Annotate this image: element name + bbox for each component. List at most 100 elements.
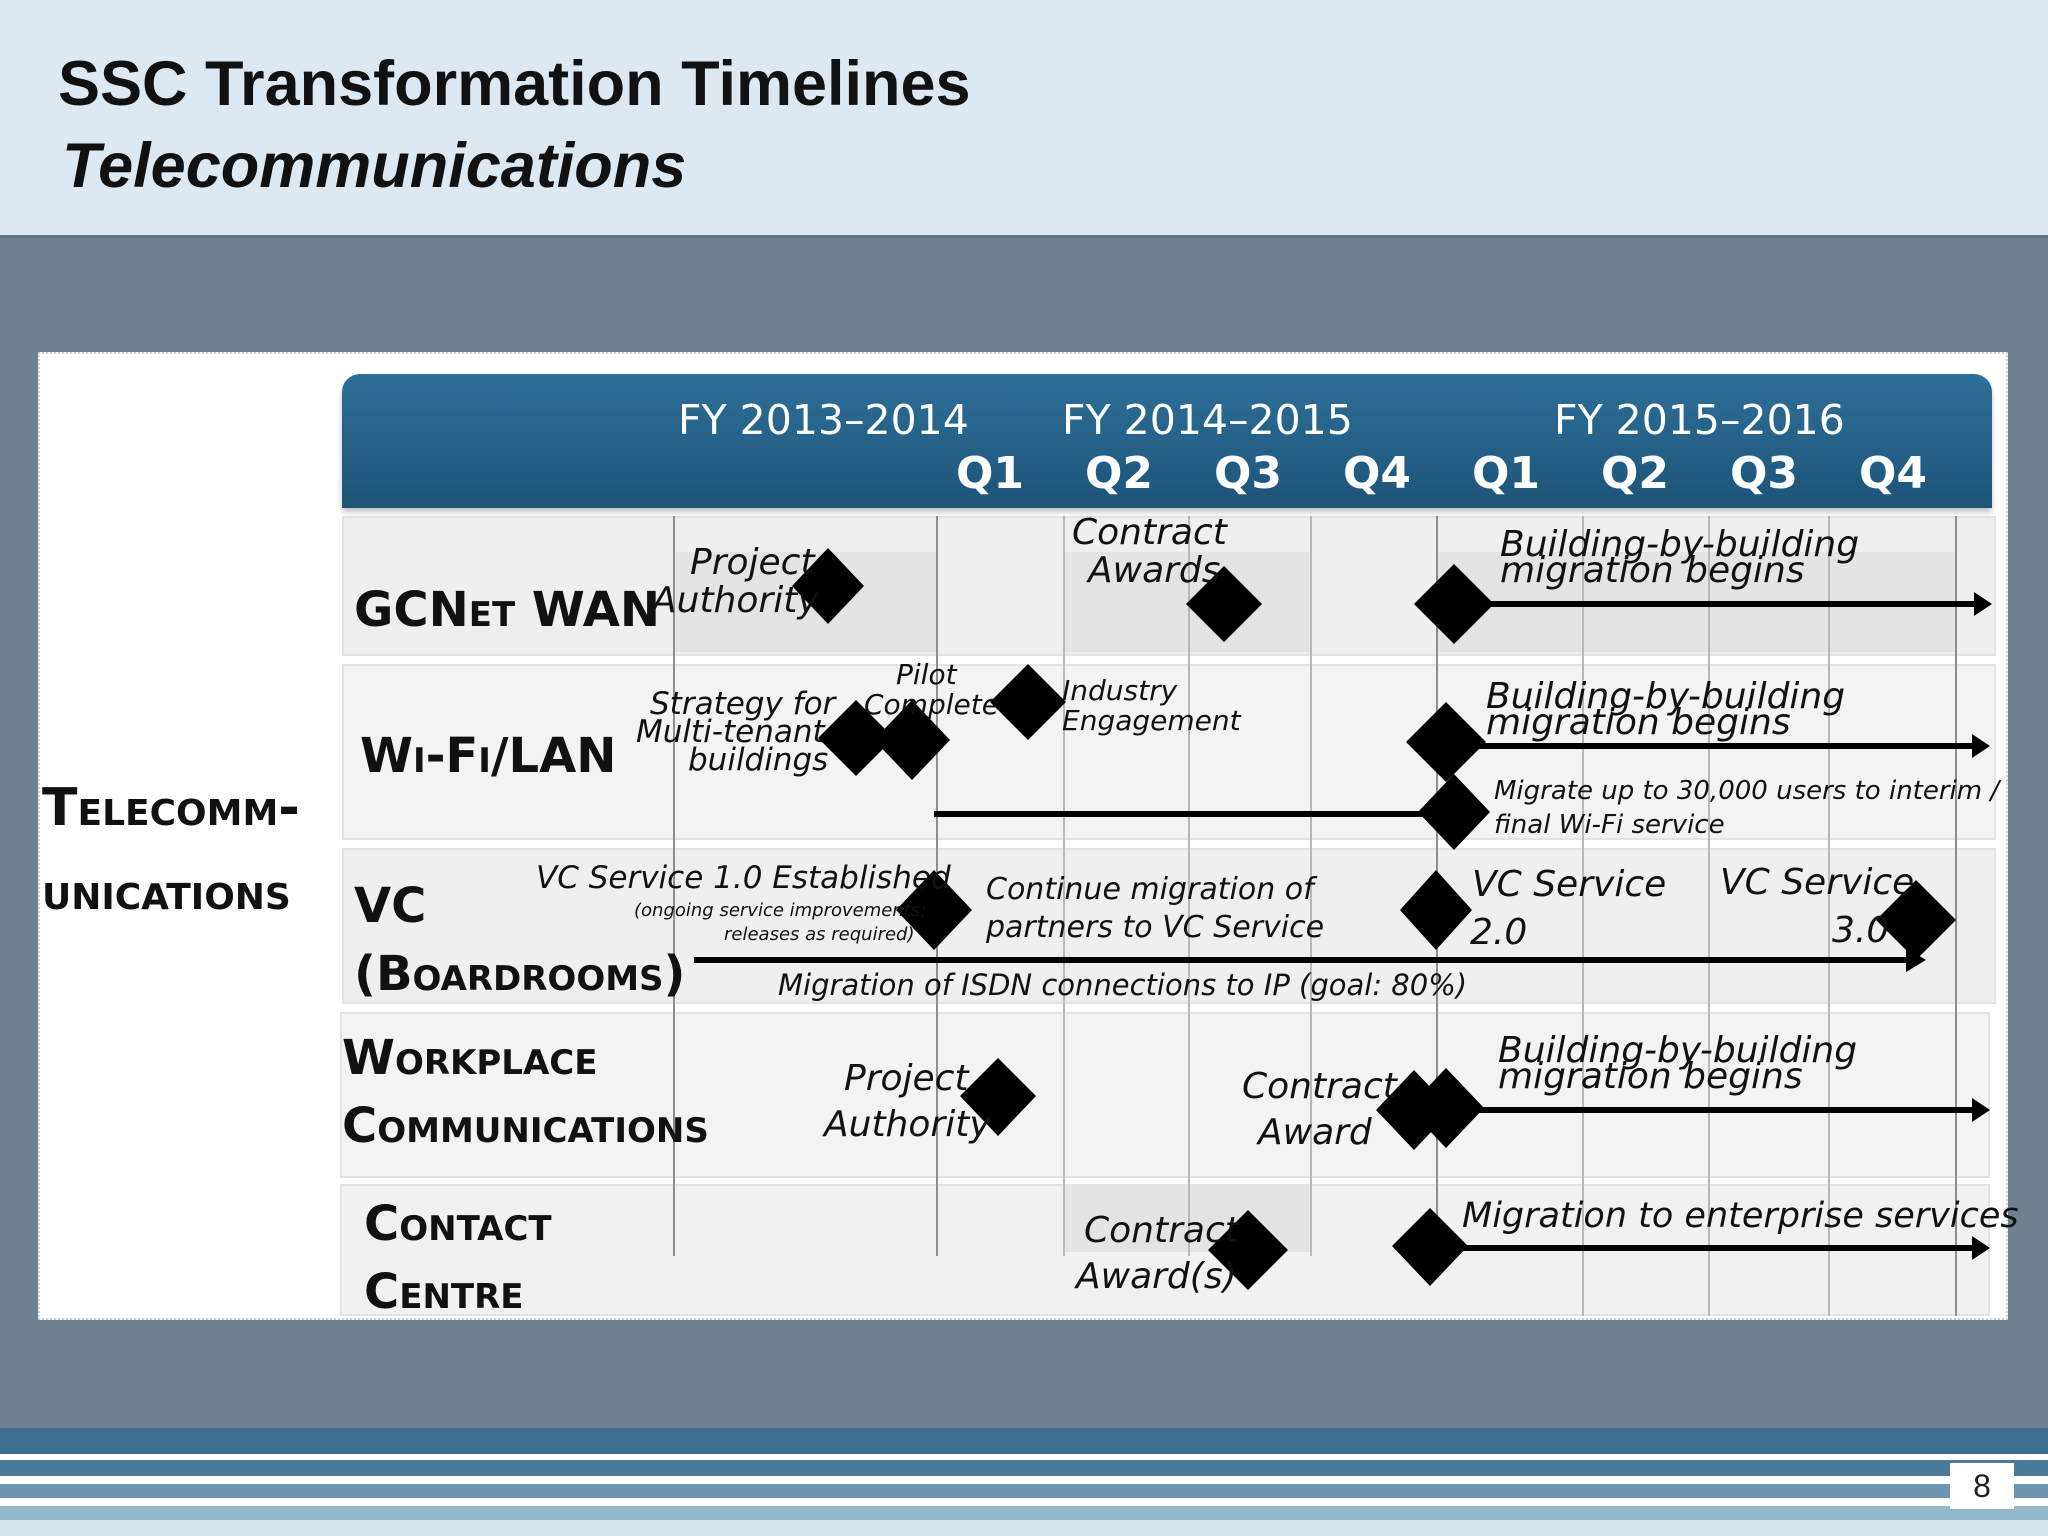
vc-ongoing-line1: (ongoing service improvements; — [634, 900, 927, 921]
gcnet-contract-awards-line2: Awards — [1088, 550, 1221, 591]
row-workplace — [340, 1012, 1990, 1178]
milestone-diamond — [1418, 774, 1490, 850]
grid-line-q6 — [1708, 516, 1710, 1316]
footer-stripe — [0, 1484, 2048, 1498]
gcnet-project-authority-line1: Project — [690, 542, 815, 583]
arrowhead — [1972, 734, 1990, 758]
footer-stripe — [0, 1520, 2048, 1536]
side-label-line2: unications — [42, 862, 291, 922]
row-label-workplace-line2: Communications — [342, 1098, 709, 1154]
row-label-vc-line1: VC — [354, 878, 427, 934]
milestone-diamond — [1392, 1208, 1468, 1286]
footer-stripe — [0, 1476, 2048, 1484]
milestone-diamond — [874, 700, 950, 780]
timeline-header-band: FY 2013–2014 FY 2014–2015 FY 2015–2016 Q… — [342, 374, 1992, 508]
workplace-migration-line1: Building-by-building — [1498, 1030, 1858, 1071]
wifi-industry-line1: Industry — [1062, 674, 1178, 707]
wifi-migration-line2: migration begins — [1486, 702, 1791, 743]
milestone-diamond — [1876, 880, 1956, 960]
vc-service-2-line1: VC Service — [1472, 864, 1667, 905]
wifi-migrate-users-line1: Migrate up to 30,000 users to interim / — [1494, 776, 2000, 806]
grid-line-q3 — [1188, 516, 1190, 1256]
quarter-label: Q1 — [1471, 448, 1541, 499]
row-label-contact-line2: Centre — [364, 1264, 524, 1320]
footer-stripe — [0, 1506, 2048, 1520]
wifi-migration-line1: Building-by-building — [1486, 676, 1846, 717]
wifi-migrate-users-line2: final Wi-Fi service — [1494, 810, 1725, 840]
quarter-label: Q4 — [1858, 448, 1928, 499]
quarter-label: Q2 — [1084, 448, 1154, 499]
workplace-migration-line2: migration begins — [1498, 1056, 1803, 1097]
footer-stripe — [0, 1460, 2048, 1476]
milestone-diamond — [818, 700, 894, 776]
workplace-contract-award-line1: Contract — [1242, 1066, 1397, 1107]
grid-line-q7 — [1828, 516, 1830, 1316]
row-label-contact-line1: Contact — [364, 1196, 552, 1252]
wifi-strategy-line1: Strategy for — [650, 686, 836, 722]
vc-service-3-line1: VC Service — [1720, 862, 1915, 903]
fy-label: FY 2013–2014 — [678, 396, 969, 444]
milestone-diamond — [896, 870, 972, 950]
row-label-wifi: Wi-Fi/LAN — [360, 728, 617, 784]
quarter-label: Q2 — [1600, 448, 1670, 499]
contact-contract-awards-line1: Contract — [1084, 1210, 1239, 1251]
milestone-diamond — [1208, 1210, 1288, 1290]
wifi-strategy-line3: buildings — [688, 742, 829, 778]
grid-line-q2 — [1063, 516, 1065, 1256]
fy-label: FY 2014–2015 — [1062, 396, 1353, 444]
grid-line-q8 — [1955, 516, 1957, 1316]
shade-cell — [674, 552, 936, 652]
row-label-gcnet: GCNet WAN — [354, 582, 661, 638]
shade-cell — [1064, 552, 1310, 652]
page-number: 8 — [1950, 1463, 2014, 1509]
workplace-contract-award-line2: Award — [1258, 1112, 1372, 1153]
slide-title: SSC Transformation Timelines — [58, 49, 971, 119]
quarter-label: Q4 — [1342, 448, 1412, 499]
slide-header: SSC Transformation Timelines Telecommuni… — [0, 0, 2048, 238]
workplace-project-authority-line2: Authority — [824, 1104, 991, 1145]
contact-migration: Migration to enterprise services — [1462, 1196, 2019, 1236]
quarter-label: Q1 — [955, 448, 1025, 499]
vc-service-2-line2: 2.0 — [1470, 912, 1528, 953]
milestone-diamond — [1400, 870, 1472, 950]
vc-service-3-line2: 3.0 — [1832, 910, 1890, 951]
grid-line-q5 — [1582, 516, 1584, 1316]
vc-ongoing-line2: releases as required) — [724, 924, 915, 945]
milestone-diamond — [1414, 564, 1494, 644]
gcnet-contract-awards-line1: Contract — [1072, 512, 1227, 553]
wifi-industry-line2: Engagement — [1062, 704, 1241, 737]
milestone-diamond — [1406, 702, 1486, 782]
footer-stripe — [0, 1498, 2048, 1506]
contact-contract-awards-line2: Award(s) — [1076, 1256, 1237, 1297]
vc-isdn-migration: Migration of ISDN connections to IP (goa… — [778, 968, 1468, 1002]
quarter-label: Q3 — [1729, 448, 1799, 499]
milestone-diamond — [990, 664, 1066, 740]
wifi-pilot-line1: Pilot — [896, 658, 957, 691]
arrowhead — [1972, 1236, 1990, 1260]
milestone-diamond — [1408, 1068, 1484, 1148]
row-wifi-lan — [342, 664, 1996, 840]
wifi-pilot-line2: Complete — [864, 688, 999, 721]
side-label-line1: Telecomm- — [42, 778, 300, 838]
row-label-vc-line2: (Boardrooms) — [354, 946, 686, 1002]
wifi-strategy-line2: Multi-tenant — [636, 714, 825, 750]
grid-line-q4 — [1310, 516, 1312, 1256]
quarter-label: Q3 — [1213, 448, 1283, 499]
row-label-workplace-line1: Workplace — [342, 1030, 598, 1086]
milestone-diamond — [792, 548, 864, 624]
footer-stripe — [0, 1454, 2048, 1460]
arrowhead — [1974, 592, 1992, 616]
milestone-diamond — [960, 1058, 1036, 1136]
footer-stripe — [0, 1428, 2048, 1454]
vc-established: VC Service 1.0 Established — [536, 860, 951, 896]
vc-continue-line2: partners to VC Service — [986, 910, 1325, 945]
arrowhead — [1972, 1098, 1990, 1122]
gcnet-project-authority-line2: Authority — [652, 580, 819, 621]
gcnet-migration-line2: migration begins — [1500, 550, 1805, 591]
vc-continue-line1: Continue migration of — [986, 872, 1314, 907]
fy-label: FY 2015–2016 — [1554, 396, 1845, 444]
gcnet-migration-line1: Building-by-building — [1500, 524, 1860, 565]
grid-line-fy1 — [673, 516, 675, 1256]
row-vc — [342, 848, 1996, 1004]
